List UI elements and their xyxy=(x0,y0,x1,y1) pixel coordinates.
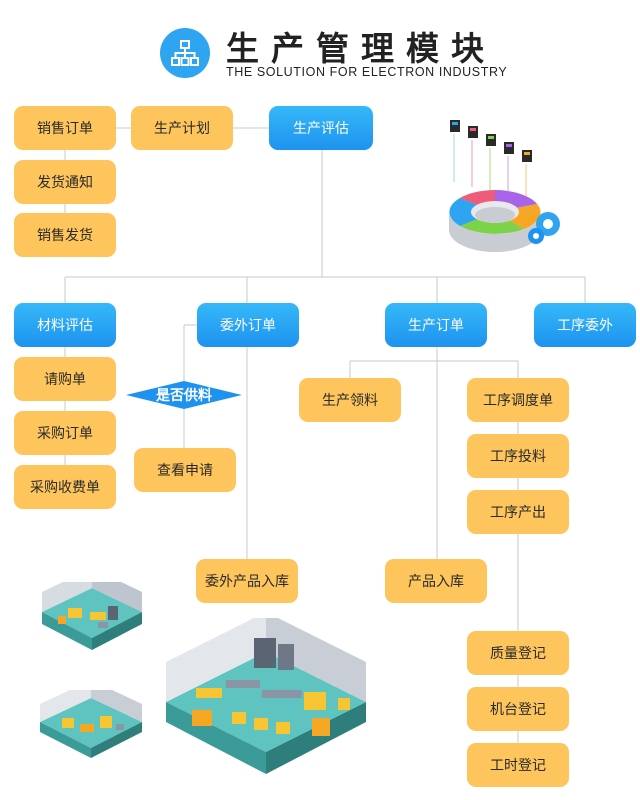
node-sales-shipping: 销售发货 xyxy=(14,213,116,257)
node-production-plan: 生产计划 xyxy=(131,106,233,150)
node-process-dispatch: 工序调度单 xyxy=(467,378,569,422)
node-shipping-notice: 发货通知 xyxy=(14,160,116,204)
node-view-request: 查看申请 xyxy=(134,448,236,492)
page-title: 生产管理模块 xyxy=(226,29,496,68)
node-production-order: 生产订单 xyxy=(385,303,487,347)
node-purchase-receipt: 采购收费单 xyxy=(14,465,116,509)
node-material-eval: 材料评估 xyxy=(14,303,116,347)
decision-diamond xyxy=(126,381,242,409)
donut-chart-illustration xyxy=(449,120,560,252)
node-worktime-register: 工时登记 xyxy=(467,743,569,787)
org-chart-icon xyxy=(160,28,210,78)
factory-illustration-small-1 xyxy=(42,582,142,650)
node-sales-order: 销售订单 xyxy=(14,106,116,150)
node-outsource-stock-in: 委外产品入库 xyxy=(196,559,298,603)
factory-illustration-large xyxy=(166,618,366,774)
decision-label: 是否供料 xyxy=(156,388,212,404)
node-outsource-order: 委外订单 xyxy=(197,303,299,347)
node-machine-register: 机台登记 xyxy=(467,687,569,731)
node-purchase-order: 采购订单 xyxy=(14,411,116,455)
node-purchase-request: 请购单 xyxy=(14,357,116,401)
node-quality-register: 质量登记 xyxy=(467,631,569,675)
node-production-eval: 生产评估 xyxy=(269,106,373,150)
node-product-stock-in: 产品入库 xyxy=(385,559,487,603)
node-process-outsource: 工序委外 xyxy=(534,303,636,347)
factory-illustration-small-2 xyxy=(40,690,142,758)
node-process-input: 工序投料 xyxy=(467,434,569,478)
page-subtitle: THE SOLUTION FOR ELECTRON INDUSTRY xyxy=(226,65,508,79)
node-production-material: 生产领料 xyxy=(299,378,401,422)
node-process-output: 工序产出 xyxy=(467,490,569,534)
